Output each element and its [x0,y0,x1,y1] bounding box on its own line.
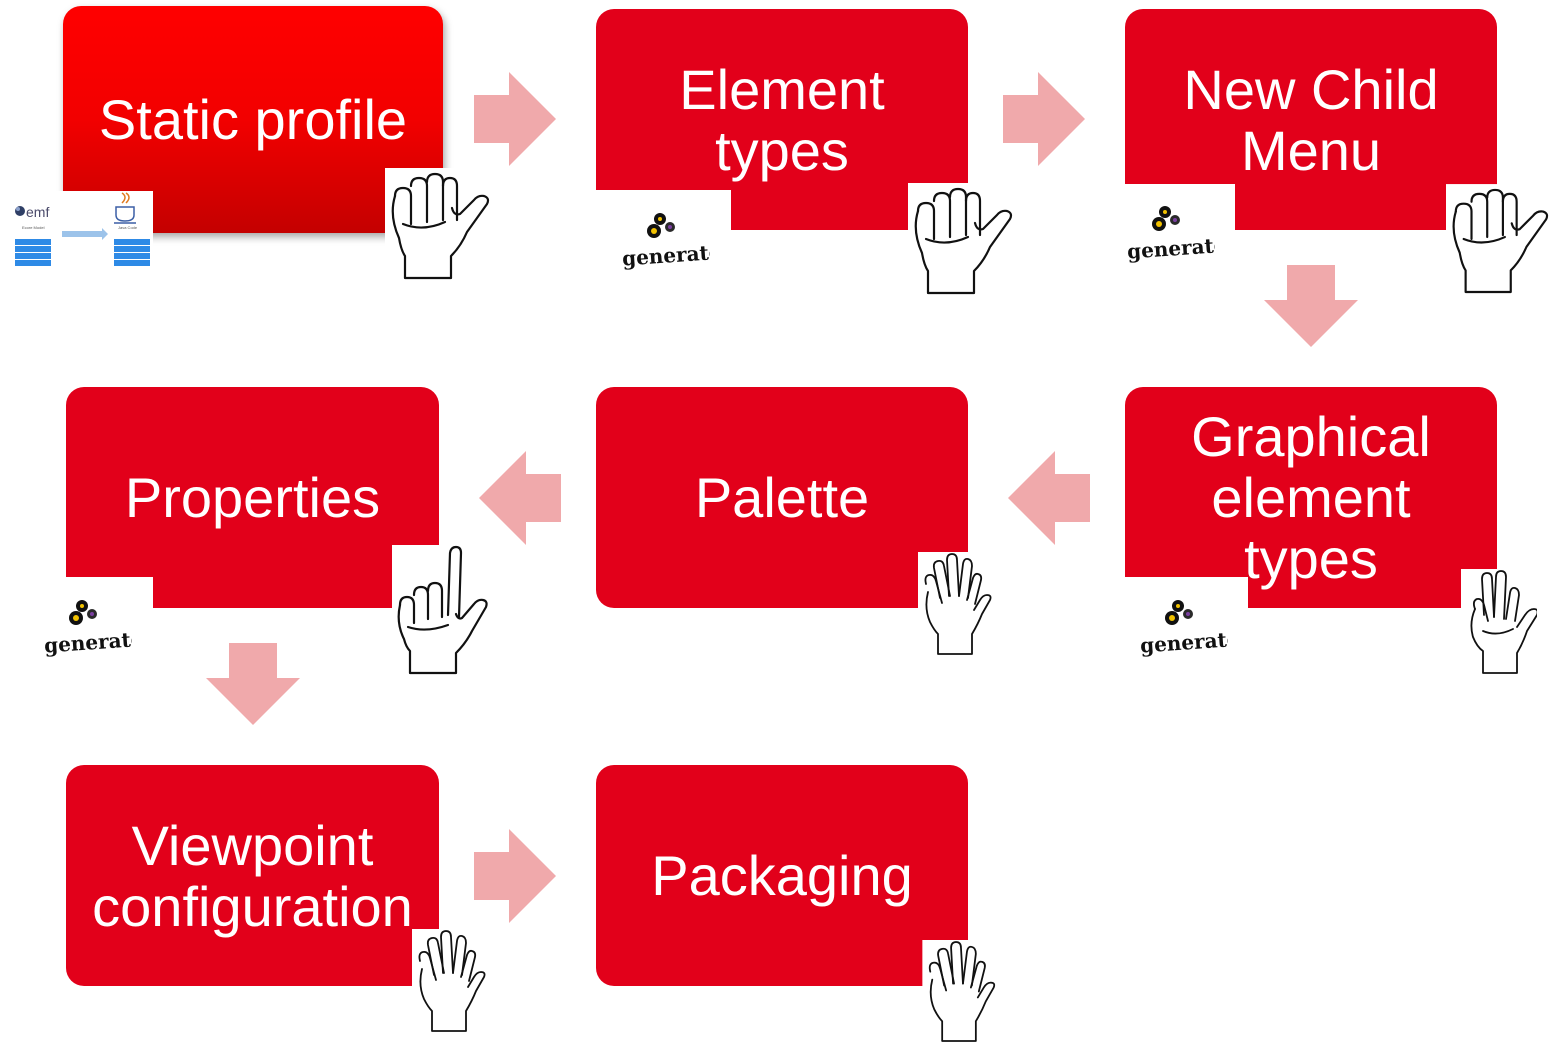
step-label-line: Packaging [651,844,913,907]
hand-gesture-icon [908,183,1014,297]
step-label-line: Viewpoint [131,813,374,877]
hand-gesture-icon [922,940,998,1043]
svg-text:Ecore Model: Ecore Model [22,225,45,230]
step-packaging: Packaging [596,765,968,986]
step-element-types: Element types [596,9,968,230]
step-label-line: Static profile [98,88,408,151]
generate-logo-icon: generate [43,600,132,658]
generate-logo-icon: generate [621,213,710,271]
step-label-line: Menu [1240,118,1382,182]
svg-text:generate: generate [621,240,710,271]
step-label-line: configuration [92,874,413,938]
svg-text:Java Code: Java Code [118,225,138,230]
svg-text:generate: generate [1126,233,1215,264]
step-label-line: element [1211,466,1411,529]
hand-gesture-icon [1446,184,1550,296]
hand-gesture-icon [918,552,994,656]
hand-gesture-icon [412,929,488,1033]
svg-text:generate: generate [43,627,132,658]
arrow-right-icon [474,72,556,166]
svg-text:generate: generate [1139,627,1228,658]
image-background-patch [1125,184,1235,230]
step-label-line: Palette [694,466,870,529]
arrow-down-icon [206,643,300,725]
hand-gesture-icon [385,168,491,282]
step-palette: Palette [596,387,968,608]
step-graphical-element-types: Graphical element types [1125,387,1497,608]
arrow-left-icon [1008,451,1090,545]
step-label-line: New Child [1183,57,1439,121]
step-properties: Properties [66,387,439,608]
generate-logo-icon: generate [1126,206,1215,264]
svg-text:emf: emf [26,204,49,220]
arrow-right-icon [474,829,556,923]
step-label-line: Graphical [1191,405,1431,468]
step-label-line: Properties [124,466,381,529]
emf-to-java-diagram: emf Ecore Model Java Code [10,191,153,276]
hand-gesture-icon [392,545,492,675]
arrow-left-icon [479,451,561,545]
step-label-line: types [1244,527,1378,590]
step-label-line: Element [679,57,885,121]
step-new-child-menu: New Child Menu [1125,9,1497,230]
hand-gesture-icon [1461,569,1537,675]
arrow-down-icon [1264,265,1358,347]
step-viewpoint-configuration: Viewpoint configuration [66,765,439,986]
image-background-patch [1125,577,1248,608]
arrow-right-icon [1003,72,1085,166]
generate-logo-icon: generate [1139,600,1228,658]
step-label-line: types [715,118,849,182]
